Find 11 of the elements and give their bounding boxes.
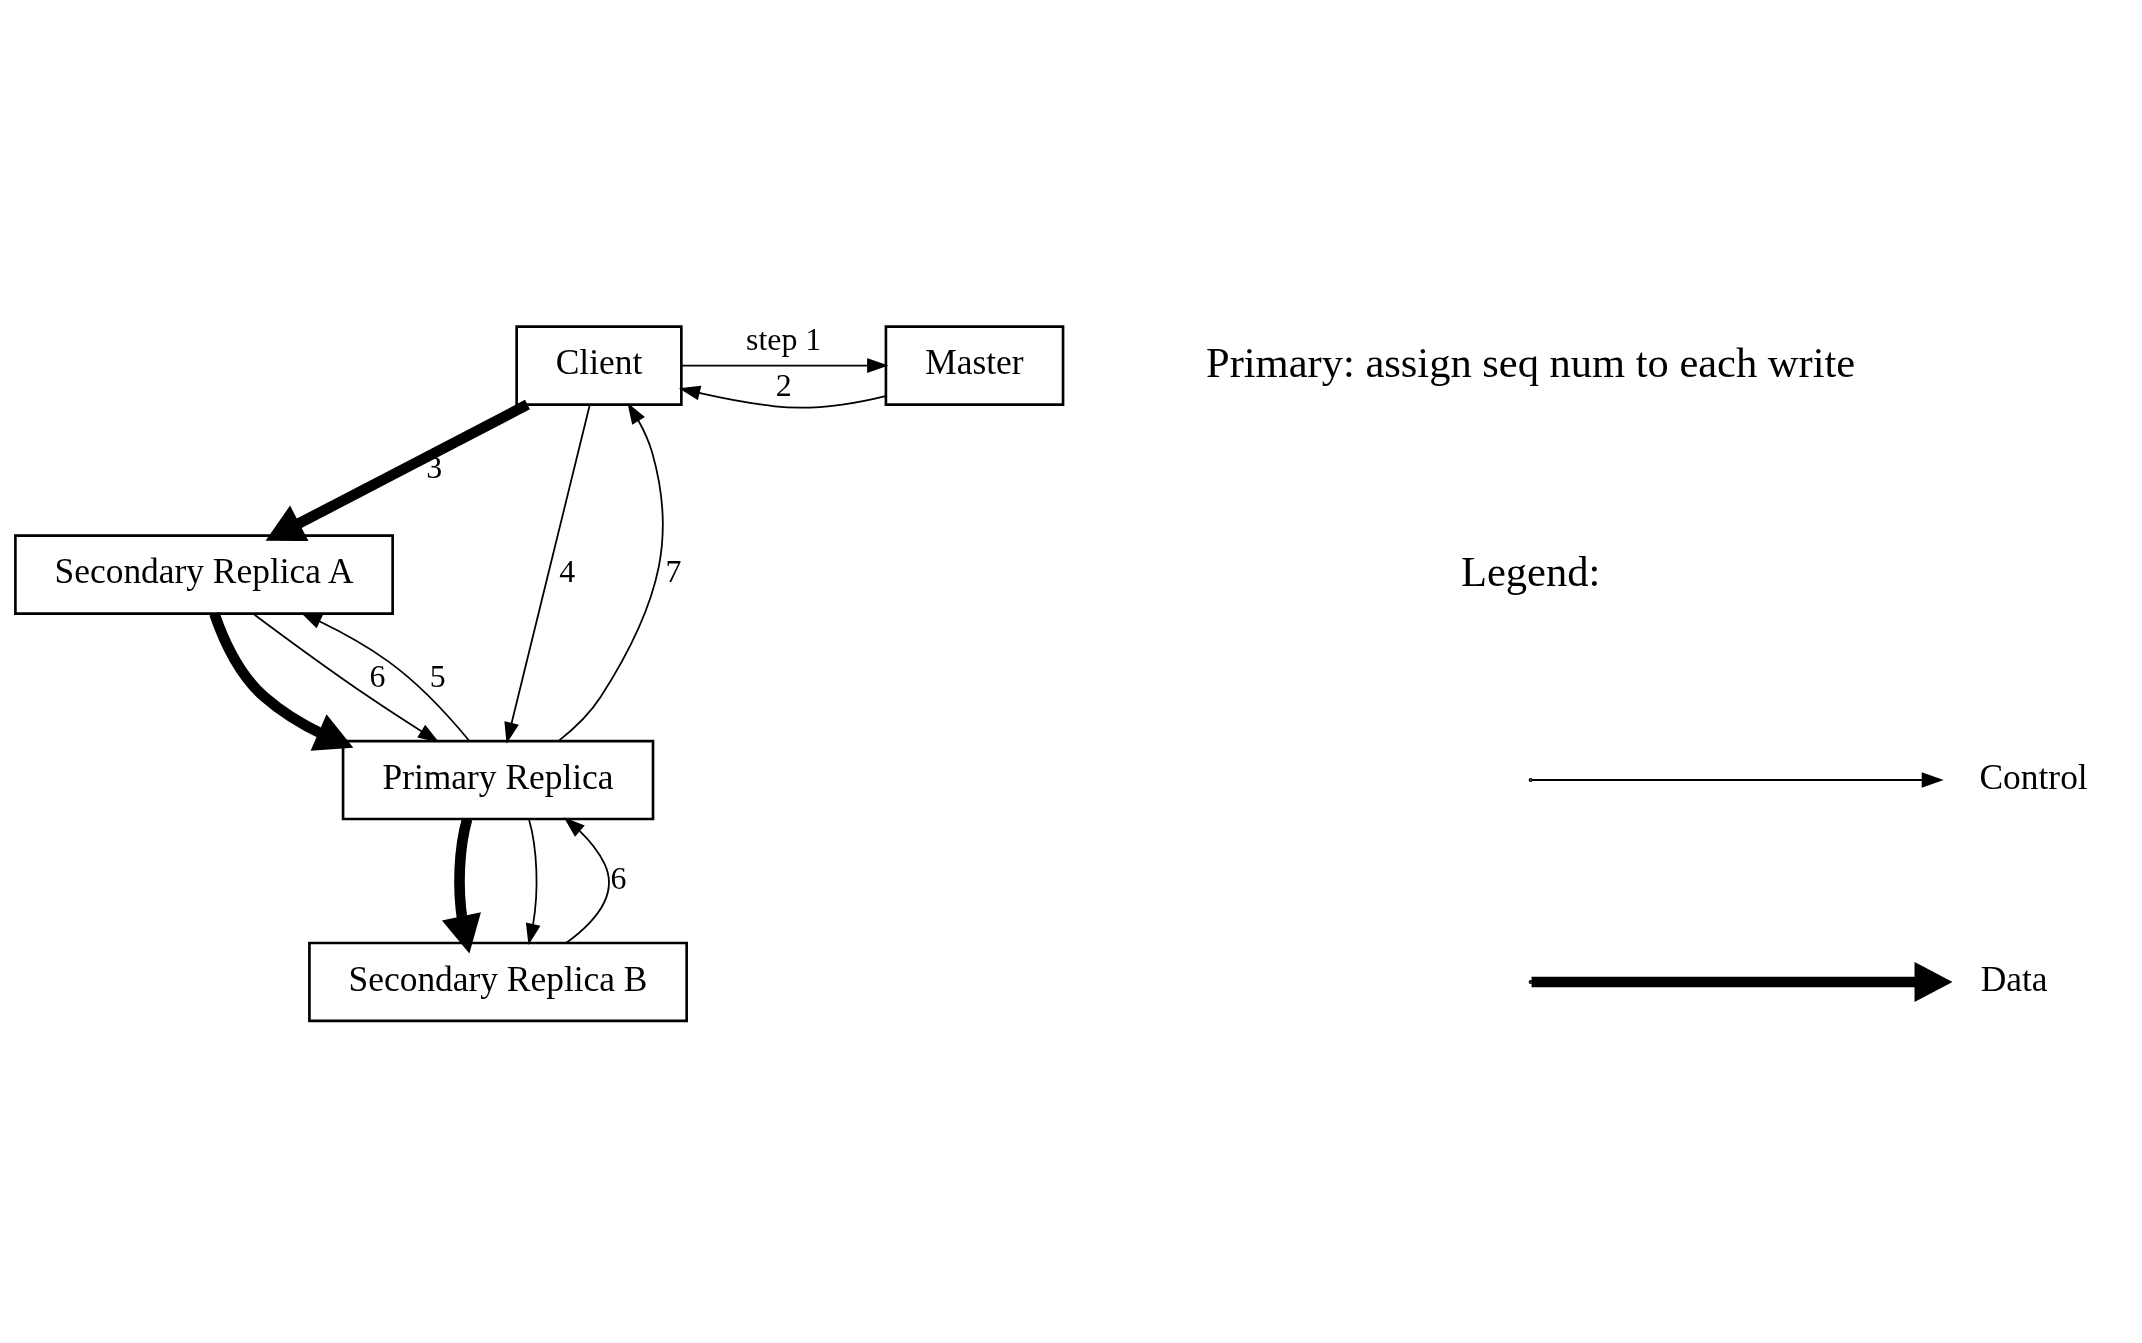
- edge-label: 5: [429, 658, 446, 694]
- label: Legend:: [1460, 547, 1601, 595]
- edge-label: 7: [665, 553, 682, 589]
- edge-label: 6: [610, 860, 627, 896]
- legend-label: Control: [1979, 756, 2088, 797]
- legend-label: Data: [1980, 958, 2048, 999]
- edge-label: step 1: [746, 321, 822, 357]
- edge-label: 6: [369, 658, 386, 694]
- edge-label: 2: [775, 367, 792, 403]
- edge-label: 4: [559, 553, 576, 589]
- label: Primary: assign seq num to each write: [1206, 338, 1856, 386]
